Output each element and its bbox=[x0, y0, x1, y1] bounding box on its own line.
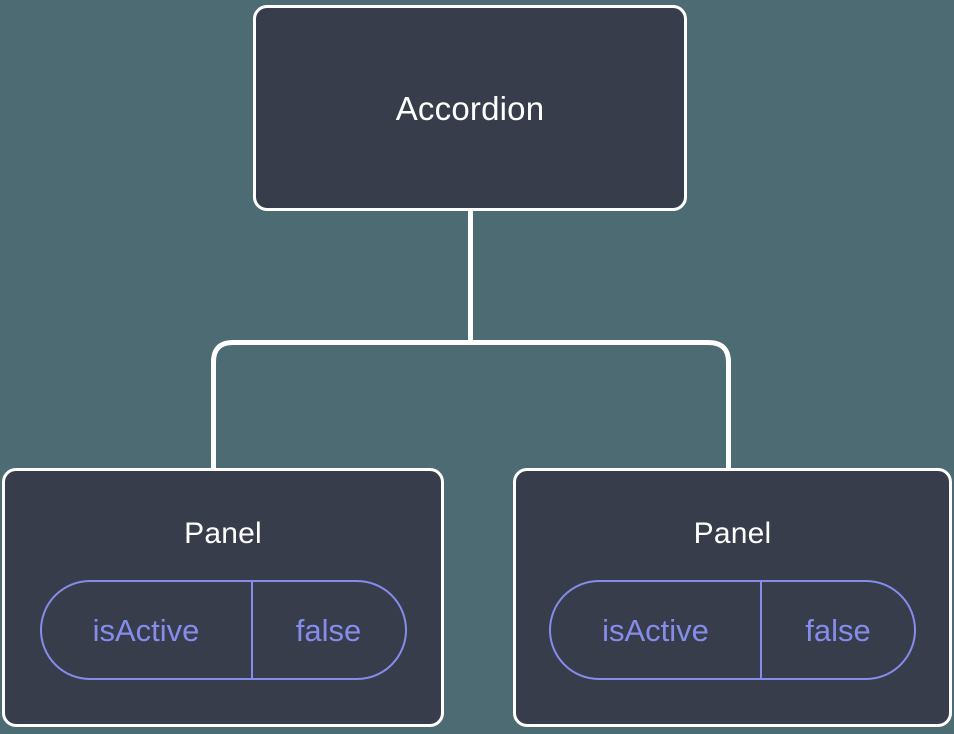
prop-key: isActive bbox=[42, 582, 253, 678]
node-title: Panel bbox=[184, 517, 262, 550]
edge-to-panel-left bbox=[211, 340, 471, 470]
node-title: Accordion bbox=[395, 89, 545, 127]
prop-value: false bbox=[805, 612, 871, 648]
prop-value: false bbox=[295, 612, 362, 648]
tree-node-panel-2[interactable]: Panel isActive false bbox=[513, 468, 952, 727]
prop-badge-isactive[interactable]: isActive false bbox=[549, 580, 916, 680]
node-title: Panel bbox=[693, 517, 772, 550]
tree-node-panel-1[interactable]: Panel isActive false bbox=[2, 468, 444, 727]
tree-node-accordion[interactable]: Accordion bbox=[253, 5, 687, 211]
prop-badge-isactive[interactable]: isActive false bbox=[39, 580, 407, 680]
edge-to-panel-right bbox=[470, 340, 731, 470]
prop-key: isActive bbox=[551, 582, 762, 678]
